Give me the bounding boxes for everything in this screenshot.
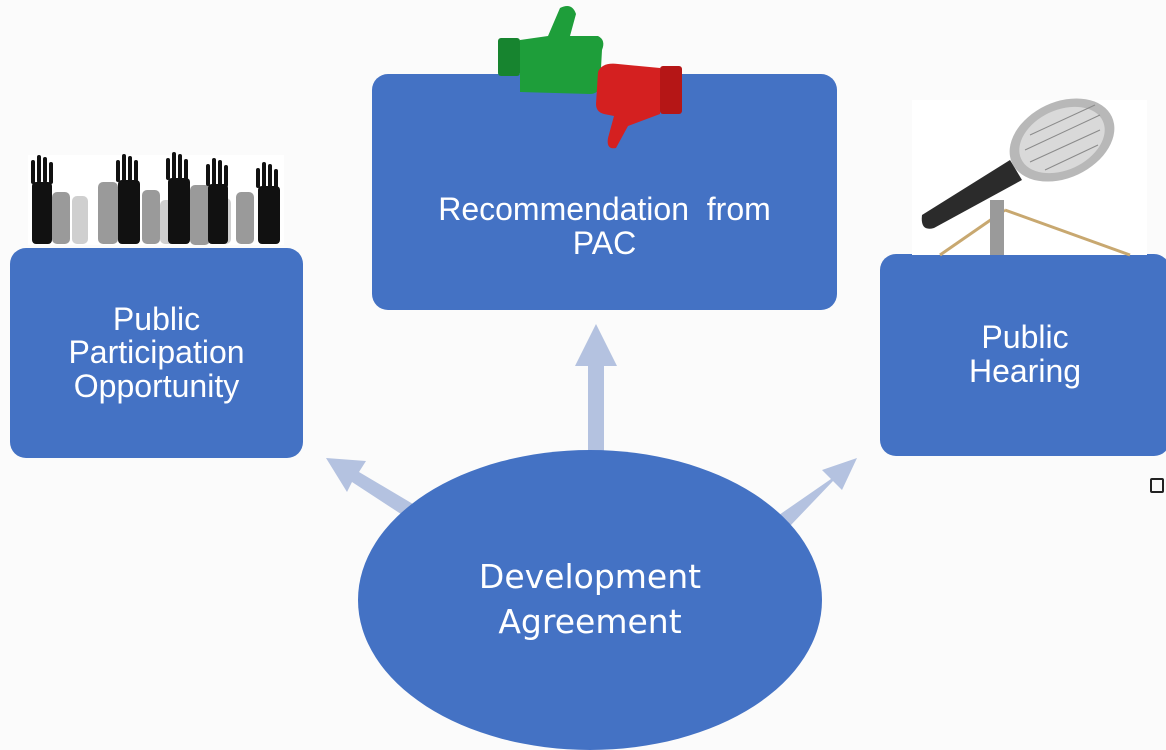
public-hearing-box: Public Hearing — [880, 254, 1166, 456]
recommendation-box: Recommendation from PAC — [372, 74, 837, 310]
right-box-line2: Hearing — [968, 353, 1082, 389]
checkbox-bullet-icon — [1150, 478, 1164, 493]
left-box-line2: Participation — [68, 334, 245, 371]
arrow-up — [575, 324, 617, 452]
mid-box-line1: Recommendation from — [438, 191, 771, 228]
left-box-line1: Public — [112, 300, 201, 337]
center-line1: Development — [478, 557, 702, 597]
arrow-left — [326, 458, 413, 516]
arrow-right — [779, 458, 857, 526]
mid-box-line2: PAC — [572, 225, 637, 261]
public-participation-box: Public Participation Opportunity — [10, 248, 303, 458]
right-box-line1: Public — [981, 319, 1069, 356]
center-line2: Agreement — [498, 602, 682, 641]
development-agreement-ellipse: Development Agreement — [358, 450, 822, 750]
left-box-line3: Opportunity — [73, 367, 240, 404]
